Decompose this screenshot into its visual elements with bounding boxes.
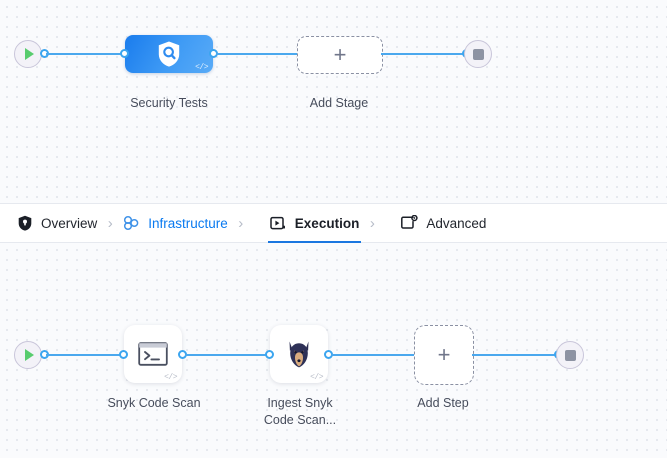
tab-execution-label: Execution — [294, 215, 360, 231]
wire-addstep-to-end — [472, 353, 558, 356]
section-tabbar[interactable]: Overview › Infrastructure › — [0, 203, 667, 244]
terminal-icon — [138, 342, 168, 366]
shield-search-icon — [158, 41, 180, 67]
step-label-ingest-line2: Code Scan... — [263, 413, 337, 427]
plus-icon: + — [437, 342, 451, 367]
step-label-ingest-line1: Ingest Snyk — [267, 396, 333, 410]
tab-advanced-label: Advanced — [426, 215, 487, 231]
tab-separator-3: › — [369, 214, 375, 232]
stop-icon — [472, 48, 484, 60]
wire-addstage-to-end — [381, 52, 466, 55]
tab-separator-1: › — [107, 214, 113, 232]
step-label-ingest-snyk: Ingest Snyk Code Scan... — [244, 395, 356, 429]
wire-start-to-security — [46, 52, 126, 55]
step-node-snyk-code-scan[interactable]: </> — [124, 325, 182, 383]
infrastructure-icon — [123, 215, 140, 232]
shield-icon — [16, 215, 33, 232]
tab-advanced[interactable]: Advanced — [399, 204, 488, 243]
stage-node-security-tests[interactable]: </> — [125, 35, 213, 73]
wire-ingest-to-addstep — [331, 353, 414, 356]
step-node-ingest-snyk-code-scan[interactable]: </> — [270, 325, 328, 383]
execution-icon — [270, 215, 287, 232]
add-stage-button[interactable]: + — [297, 36, 383, 74]
pipeline-end-node[interactable] — [464, 40, 492, 68]
wire-snyk-scan-to-ingest — [185, 353, 270, 356]
wire-security-to-addstage — [216, 52, 300, 55]
stop-icon — [564, 349, 576, 361]
step-end-node[interactable] — [556, 341, 584, 369]
tab-overview-label: Overview — [41, 215, 98, 231]
wire-start-to-snyk-scan — [46, 353, 122, 356]
code-badge: </> — [195, 63, 208, 72]
step-label-snyk-code-scan: Snyk Code Scan — [107, 396, 201, 410]
snyk-scan-input-port[interactable] — [119, 350, 128, 359]
snyk-dog-icon — [289, 341, 309, 368]
security-input-port[interactable] — [120, 49, 129, 58]
play-icon — [25, 48, 34, 60]
code-badge: </> — [164, 373, 177, 382]
tab-execution[interactable]: Execution — [267, 204, 362, 244]
code-badge: </> — [310, 373, 323, 382]
stage-canvas[interactable]: </> Security Tests + Add Stage — [0, 0, 667, 203]
add-step-label: Add Step — [417, 396, 469, 410]
ingest-input-port[interactable] — [265, 350, 274, 359]
tab-separator-2: › — [238, 214, 244, 232]
plus-icon: + — [333, 42, 347, 67]
pipeline-start-node[interactable] — [14, 40, 42, 68]
add-step-button[interactable]: + — [414, 325, 474, 385]
play-icon — [25, 349, 34, 361]
stage-label-security-tests: Security Tests — [130, 96, 208, 110]
add-stage-label: Add Stage — [309, 96, 369, 110]
tab-infrastructure-label: Infrastructure — [148, 215, 228, 231]
advanced-icon — [401, 215, 418, 232]
tab-infrastructure[interactable]: Infrastructure — [121, 204, 230, 243]
tab-overview[interactable]: Overview — [14, 204, 99, 243]
step-canvas[interactable]: </> Snyk Code Scan </> Ingest Snyk — [0, 243, 667, 458]
step-start-node[interactable] — [14, 341, 42, 369]
